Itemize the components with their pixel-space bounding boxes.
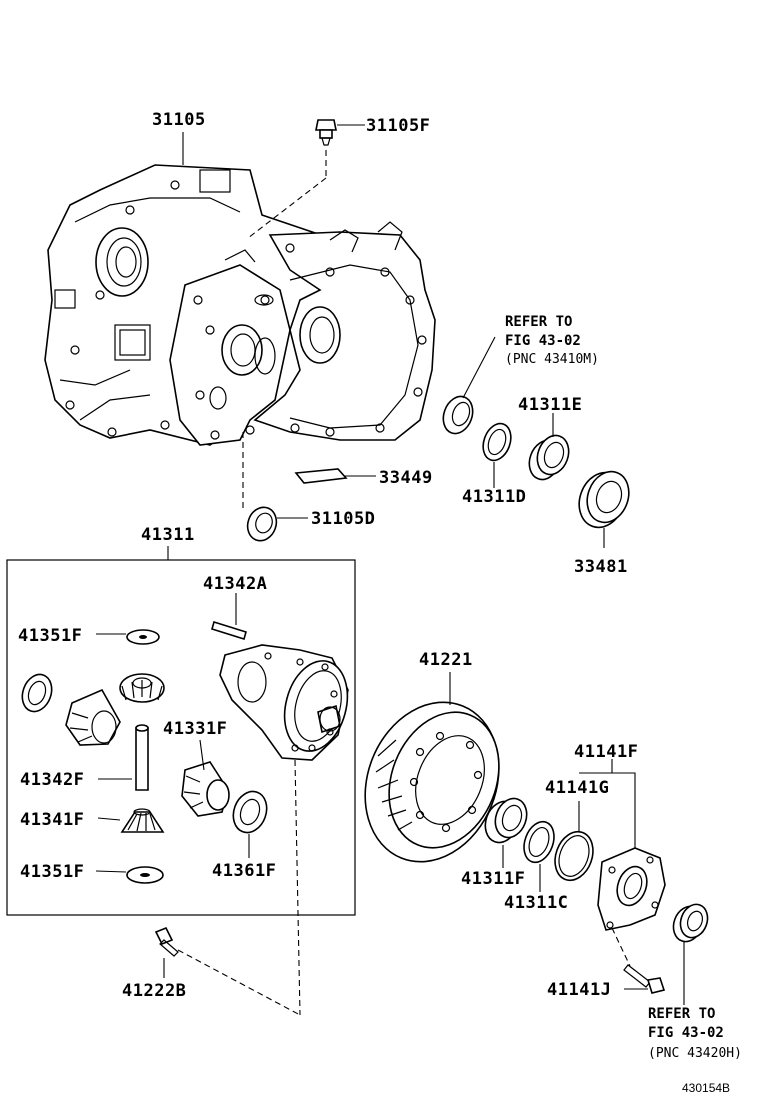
ring-gear-41221	[364, 701, 500, 863]
differential-case	[219, 644, 349, 761]
label-41351F-bottom: 41351F	[20, 862, 84, 882]
label-41351F-top: 41351F	[18, 626, 82, 646]
label-31105D: 31105D	[311, 509, 375, 529]
pinion-gear-41341F	[120, 808, 165, 833]
magnet-33449	[294, 468, 348, 484]
pinion-gear-top	[119, 673, 165, 703]
ref2-line1: REFER TO	[648, 1006, 715, 1022]
oil-seal-ref-43410M	[442, 395, 474, 435]
bolt-41141J	[623, 964, 666, 994]
thrust-washer-left	[21, 673, 53, 713]
label-41311E: 41311E	[518, 395, 582, 415]
oil-seal-33481	[578, 470, 630, 529]
side-gear-41331F	[181, 761, 230, 817]
ref1-line2: FIG 43-02	[505, 333, 581, 349]
label-41341F: 41341F	[20, 810, 84, 830]
label-33481: 33481	[574, 557, 628, 577]
ref2-line3: (PNC 43420H)	[648, 1046, 742, 1061]
label-41331F: 41331F	[163, 719, 227, 739]
washer-41351F-bottom	[126, 866, 164, 884]
label-41311F: 41311F	[461, 869, 525, 889]
transaxle-housing	[44, 164, 436, 446]
ref1-line1: REFER TO	[505, 314, 572, 330]
bolt-31105F	[315, 119, 337, 146]
label-41342A: 41342A	[203, 574, 267, 594]
label-31105F: 31105F	[366, 116, 430, 136]
label-41311D: 41311D	[462, 487, 526, 507]
label-41311C: 41311C	[504, 893, 568, 913]
pin-41342A	[211, 620, 247, 641]
washer-41351F-top	[126, 629, 160, 645]
label-41311: 41311	[141, 525, 195, 545]
bolt-41222B	[154, 926, 179, 957]
washer-41361F	[232, 790, 268, 834]
retainer-41141F	[597, 847, 666, 931]
shaft-41342F	[135, 724, 149, 791]
label-41141G: 41141G	[545, 778, 609, 798]
o-ring-41141G	[554, 830, 594, 882]
label-41141J: 41141J	[547, 980, 611, 1000]
ref2-line2: FIG 43-02	[648, 1025, 724, 1041]
label-41361F: 41361F	[212, 861, 276, 881]
label-41222B: 41222B	[122, 981, 186, 1001]
bearing-41311F	[484, 797, 528, 844]
differential-assembly-box	[6, 559, 356, 916]
label-41141F: 41141F	[574, 742, 638, 762]
oil-seal-ref-43420H	[672, 903, 709, 943]
oil-seal-31105D	[246, 506, 278, 542]
side-gear-left	[65, 688, 121, 746]
label-41342F: 41342F	[20, 770, 84, 790]
shim-41311D	[482, 422, 512, 462]
shim-41311C	[523, 820, 555, 864]
bearing-41311E	[528, 434, 570, 481]
label-33449: 33449	[379, 468, 433, 488]
figure-id: 430154B	[682, 1081, 730, 1095]
ref1-line3: (PNC 43410M)	[505, 352, 599, 367]
label-41221: 41221	[419, 650, 473, 670]
label-31105: 31105	[152, 110, 206, 130]
